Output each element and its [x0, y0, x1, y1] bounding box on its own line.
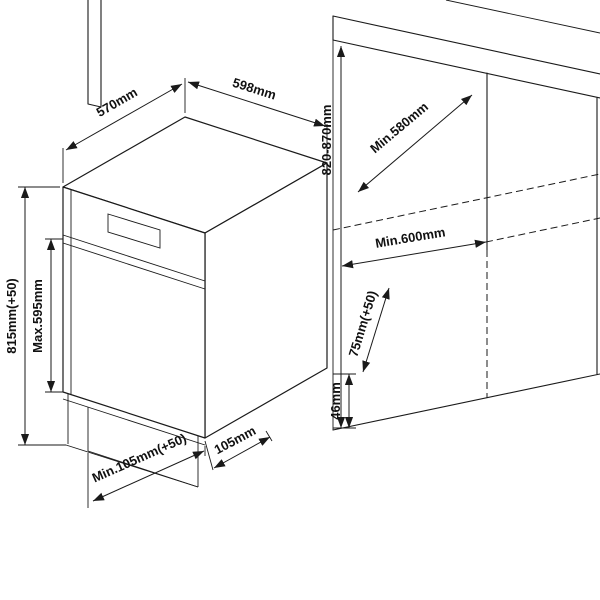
dishwasher-front-face	[62, 186, 206, 439]
wall-edge	[87, 0, 102, 108]
dim-label-niche-depth-upper: Min.580mm	[367, 99, 431, 156]
control-panel	[107, 213, 161, 249]
dim-appliance-height: 815mm(+50)	[4, 186, 60, 445]
dim-label-base-height: 46mm	[328, 382, 343, 420]
dim-base-height: 46mm	[328, 373, 356, 429]
dim-label-niche-height: 820-870mm	[319, 105, 334, 176]
dim-niche-depth-lower: Min.600mm	[341, 224, 487, 269]
dim-label-rear-clearance: 75mm(+50)	[346, 289, 380, 359]
dim-niche-depth-upper: Min.580mm	[357, 94, 473, 193]
dim-rear-clearance: 75mm(+50)	[346, 287, 390, 373]
dim-door-height: Max.595mm	[30, 238, 63, 393]
countertop	[332, 0, 600, 99]
dishwasher-body	[62, 116, 328, 439]
dim-label-niche-depth-lower: Min.600mm	[374, 224, 446, 250]
dim-niche-height: 820-870mm	[319, 46, 346, 428]
dim-label-door-height: Max.595mm	[30, 279, 45, 353]
dim-label-plinth-depth-min: Min.105mm(+50)	[90, 430, 189, 485]
dim-plinth-depth-min: Min.105mm(+50)	[87, 430, 206, 508]
dim-label-appliance-height: 815mm(+50)	[4, 278, 19, 354]
cabinet-niche	[332, 40, 600, 431]
